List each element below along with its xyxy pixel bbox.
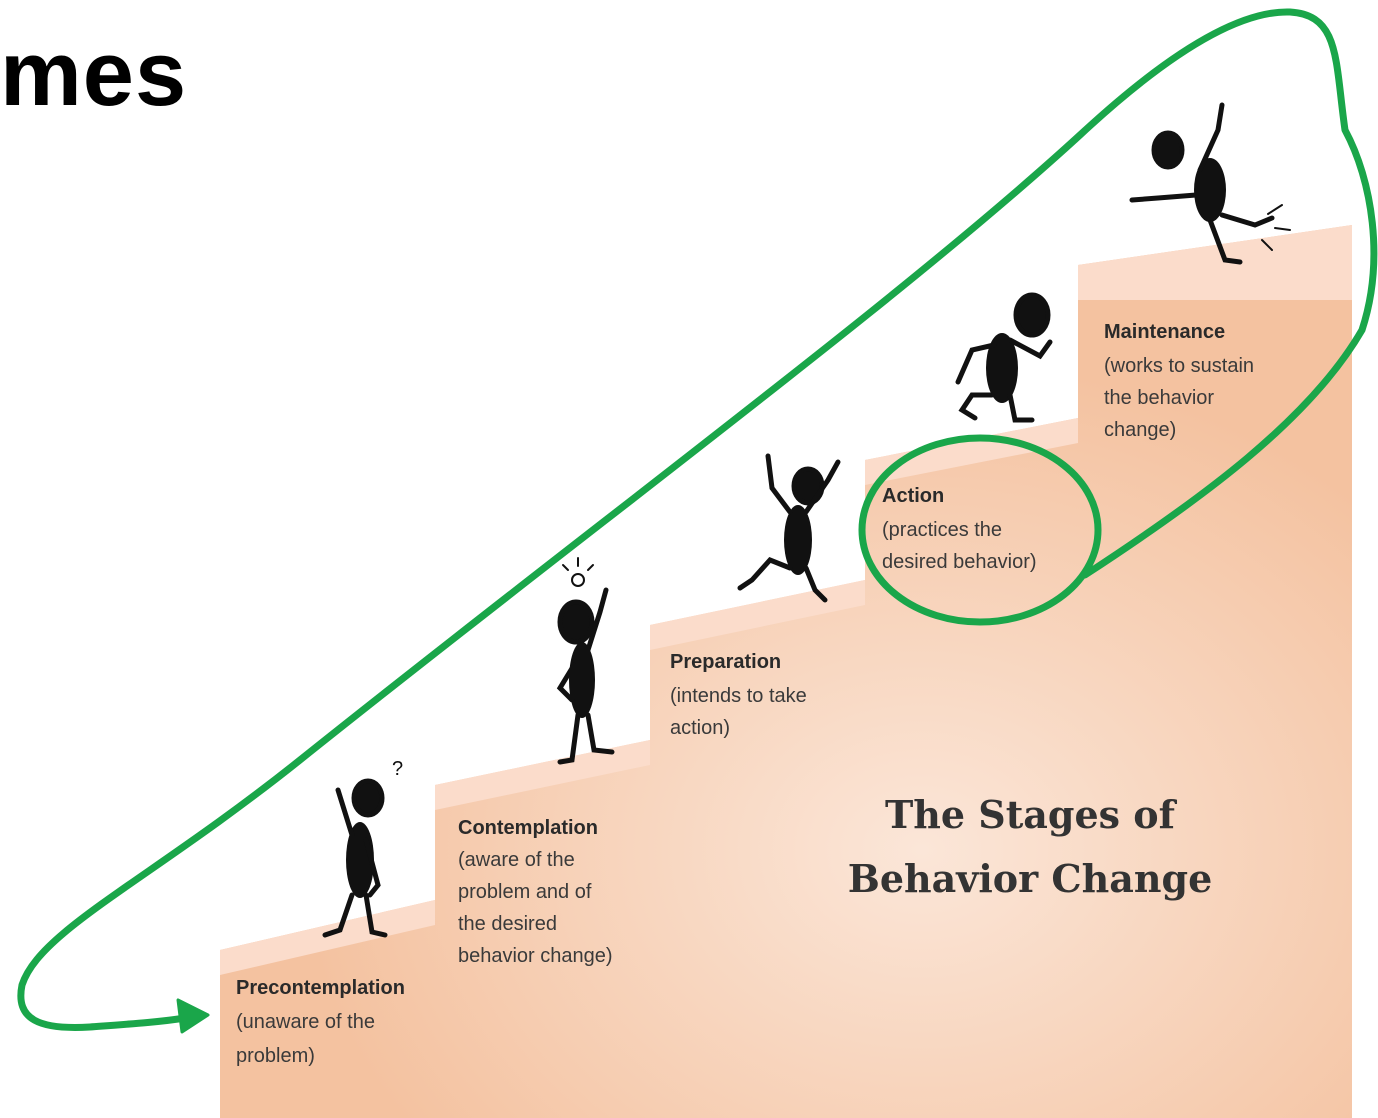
stage-desc-line: change) <box>1104 419 1176 441</box>
stage-desc-line: behavior change) <box>458 945 613 967</box>
figure-contemplation <box>556 557 615 765</box>
stage-desc-line: (intends to take <box>670 685 807 707</box>
stage-desc-line: (unaware of the <box>236 1011 375 1033</box>
stage-name: Action <box>882 485 944 507</box>
stage-desc-line: the desired <box>458 913 557 935</box>
stage-desc-line: (works to sustain <box>1104 355 1254 377</box>
action-highlight-circle <box>858 434 1102 626</box>
figure-precontemplation: ? <box>322 758 403 938</box>
figure-maintenance <box>1129 102 1291 265</box>
stage-desc-line: action) <box>670 717 730 739</box>
diagram-title-line2: Behavior Change <box>848 856 1213 901</box>
figure-action <box>955 292 1053 423</box>
stage-label-preparation: Preparation (intends to take action) <box>670 651 807 739</box>
stage-name: Maintenance <box>1104 321 1225 343</box>
stage-desc-line: problem) <box>236 1045 315 1067</box>
slide-title: mes <box>0 23 188 125</box>
staircase <box>220 225 1352 1118</box>
svg-text:?: ? <box>392 758 403 780</box>
stage-desc-line: (practices the <box>882 519 1002 541</box>
stage-label-contemplation: Contemplation (aware of the problem and … <box>458 817 613 967</box>
stage-name: Preparation <box>670 651 781 673</box>
stage-desc-line: (aware of the <box>458 849 575 871</box>
stage-name: Precontemplation <box>236 977 405 999</box>
stage-name: Contemplation <box>458 817 598 839</box>
stage-label-action: Action (practices the desired behavior) <box>882 485 1037 573</box>
stage-label-maintenance: Maintenance (works to sustain the behavi… <box>1104 321 1254 441</box>
stage-desc-line: desired behavior) <box>882 551 1037 573</box>
relapse-arrowhead <box>176 998 210 1034</box>
stage-desc-line: the behavior <box>1104 387 1214 409</box>
stage-desc-line: problem and of <box>458 881 592 903</box>
diagram-title-line1: The Stages of <box>885 792 1178 837</box>
relapse-loop-arrow <box>17 8 1378 1031</box>
stage-label-precontemplation: Precontemplation (unaware of the problem… <box>236 977 405 1067</box>
figure-preparation <box>737 453 841 603</box>
step-tops <box>220 225 1352 975</box>
